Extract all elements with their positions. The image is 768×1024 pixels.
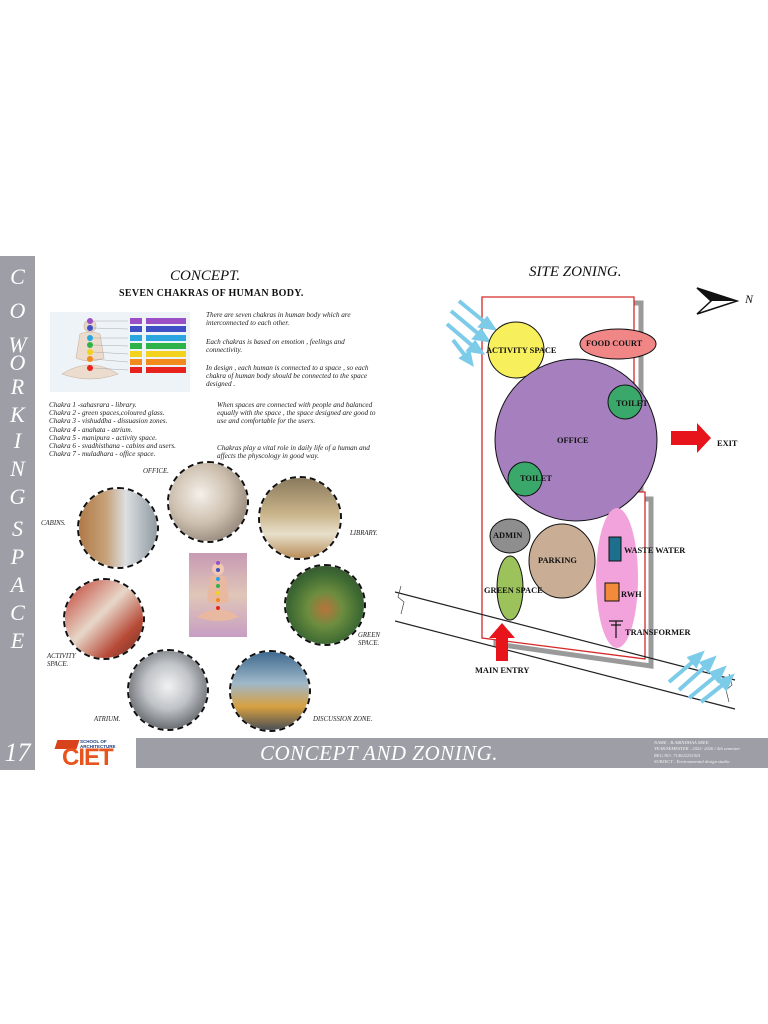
presentation-sheet: C O W O R K I N G S P A C E 17 SCHOOL OF… bbox=[0, 256, 768, 770]
chakra-item: Chakra 6 - svadhisthana - cabins and use… bbox=[49, 442, 176, 451]
meta-regno: REG.NO: 714022251001 bbox=[654, 752, 701, 758]
side-letter: C bbox=[10, 264, 25, 289]
zone-toilet-1: TOILET bbox=[616, 399, 648, 408]
side-letter: I bbox=[13, 428, 22, 453]
side-letter: S bbox=[12, 516, 23, 541]
intro-paragraph-2: Each chakras is based on emotion , feeli… bbox=[206, 338, 345, 355]
side-letter: E bbox=[10, 628, 25, 653]
side-letter: K bbox=[10, 402, 25, 427]
caption-office: OFFICE. bbox=[143, 468, 169, 475]
caption-discussion: DISCUSSION ZONE. bbox=[313, 716, 373, 723]
meta-year: YEAR/SEMESTER : 2022- 2026 / 4th semeste… bbox=[654, 746, 741, 752]
balance-paragraph: When spaces are connected with people an… bbox=[217, 401, 376, 426]
caption-cabins: CABINS. bbox=[41, 520, 66, 527]
photo-office bbox=[167, 461, 249, 543]
side-title-bar: C O W O R K I N G S P A C E bbox=[0, 256, 35, 736]
zone-waste-water: WASTE WATER bbox=[624, 546, 686, 555]
concept-heading: CONCEPT. bbox=[170, 268, 241, 284]
meta-subject: SUBJECT : Environmental design studio. bbox=[654, 758, 731, 764]
zone-food-court: FOOD COURT bbox=[586, 339, 643, 348]
side-letter: C bbox=[10, 600, 25, 625]
caption-green: GREEN SPACE. bbox=[358, 632, 380, 647]
transformer-icon bbox=[609, 620, 623, 638]
concept-subheading: SEVEN CHAKRAS OF HUMAN BODY. bbox=[119, 288, 304, 299]
side-letter: R bbox=[10, 374, 25, 399]
photo-green-space bbox=[284, 564, 366, 646]
photo-cabins bbox=[77, 487, 159, 569]
logo-school-text: SCHOOL OF ARCHITECTURE bbox=[80, 739, 116, 749]
chakra-chart-image bbox=[50, 312, 190, 392]
zone-toilet-2: TOILET bbox=[520, 474, 552, 483]
site-zoning-diagram: ACTIVITY SPACE FOOD COURT TOILET OFFICE … bbox=[395, 286, 768, 736]
side-letter: A bbox=[10, 572, 25, 597]
zone-transformer: TRANSFORMER bbox=[625, 628, 691, 637]
logo-ciet: CIET bbox=[62, 744, 114, 770]
chakra-item: Chakra 1 -sahasrara - library. bbox=[49, 401, 137, 409]
student-details: NAME : B.ABINDHAA SREE. YEAR/SEMESTER : … bbox=[654, 740, 741, 765]
side-letter: W bbox=[8, 332, 27, 357]
photo-atrium bbox=[127, 649, 209, 731]
intro-paragraph-3: In design , each human is connected to a… bbox=[206, 364, 369, 389]
meta-name: NAME : B.ABINDHAA SREE. bbox=[654, 740, 710, 745]
north-arrow-icon bbox=[696, 287, 740, 315]
chakra-item: Chakra 4 - anahata - atrium. bbox=[49, 425, 133, 434]
logo-line-2: ARCHITECTURE bbox=[80, 744, 116, 749]
main-entry-label: MAIN ENTRY bbox=[475, 666, 530, 675]
zone-rwh: RWH bbox=[621, 590, 642, 599]
side-letter: G bbox=[9, 484, 26, 509]
zone-office: OFFICE bbox=[557, 436, 589, 445]
exit-label: EXIT bbox=[717, 439, 738, 448]
entry-arrow-icon bbox=[489, 623, 515, 661]
side-letter: N bbox=[10, 456, 25, 481]
side-letter: P bbox=[10, 544, 25, 569]
side-letter: O bbox=[9, 350, 26, 375]
chakra-item: Chakra 7 - muladhara - office space. bbox=[49, 450, 156, 459]
sheet-title: CONCEPT AND ZONING. bbox=[260, 741, 499, 765]
zone-green-space: GREEN SPACE bbox=[484, 586, 543, 595]
meditation-chakra-image bbox=[189, 553, 247, 637]
photo-discussion-zone bbox=[229, 650, 311, 732]
photo-activity-space bbox=[63, 578, 145, 660]
chakra-item: Chakra 3 - vishuddha - dissuasion zones. bbox=[49, 417, 168, 426]
north-label: N bbox=[745, 292, 754, 306]
logo-line-1: SCHOOL OF bbox=[80, 739, 107, 744]
zone-admin: ADMIN bbox=[493, 531, 523, 540]
wind-arrows-icon bbox=[667, 650, 735, 704]
footer-title-bar: CONCEPT AND ZONING. NAME : B.ABINDHAA SR… bbox=[136, 738, 768, 768]
caption-library: LIBRARY. bbox=[350, 530, 378, 537]
page-number: 17 bbox=[0, 736, 35, 770]
side-letter: O bbox=[9, 298, 26, 323]
site-zoning-heading: SITE ZONING. bbox=[529, 264, 622, 280]
wind-arrows-icon bbox=[445, 299, 498, 367]
chakra-item: Chakra 5 - manipura - activity space. bbox=[49, 433, 157, 442]
caption-activity: ACTIVITY SPACE. bbox=[47, 653, 76, 668]
exit-arrow-icon bbox=[671, 423, 711, 453]
zone-activity-space: ACTIVITY SPACE bbox=[486, 346, 557, 355]
caption-atrium: ATRIUM. bbox=[94, 716, 121, 723]
photo-library bbox=[258, 476, 342, 560]
vital-role-paragraph: Chakras play a vital role in daily life … bbox=[217, 444, 370, 461]
zone-parking: PARKING bbox=[538, 556, 577, 565]
chakra-list: Chakra 1 -sahasrara - library. Chakra 2 … bbox=[49, 401, 219, 458]
chakra-item: Chakra 2 - green spaces,coloured glass. bbox=[49, 409, 165, 418]
intro-paragraph-1: There are seven chakras in human body wh… bbox=[206, 311, 351, 328]
